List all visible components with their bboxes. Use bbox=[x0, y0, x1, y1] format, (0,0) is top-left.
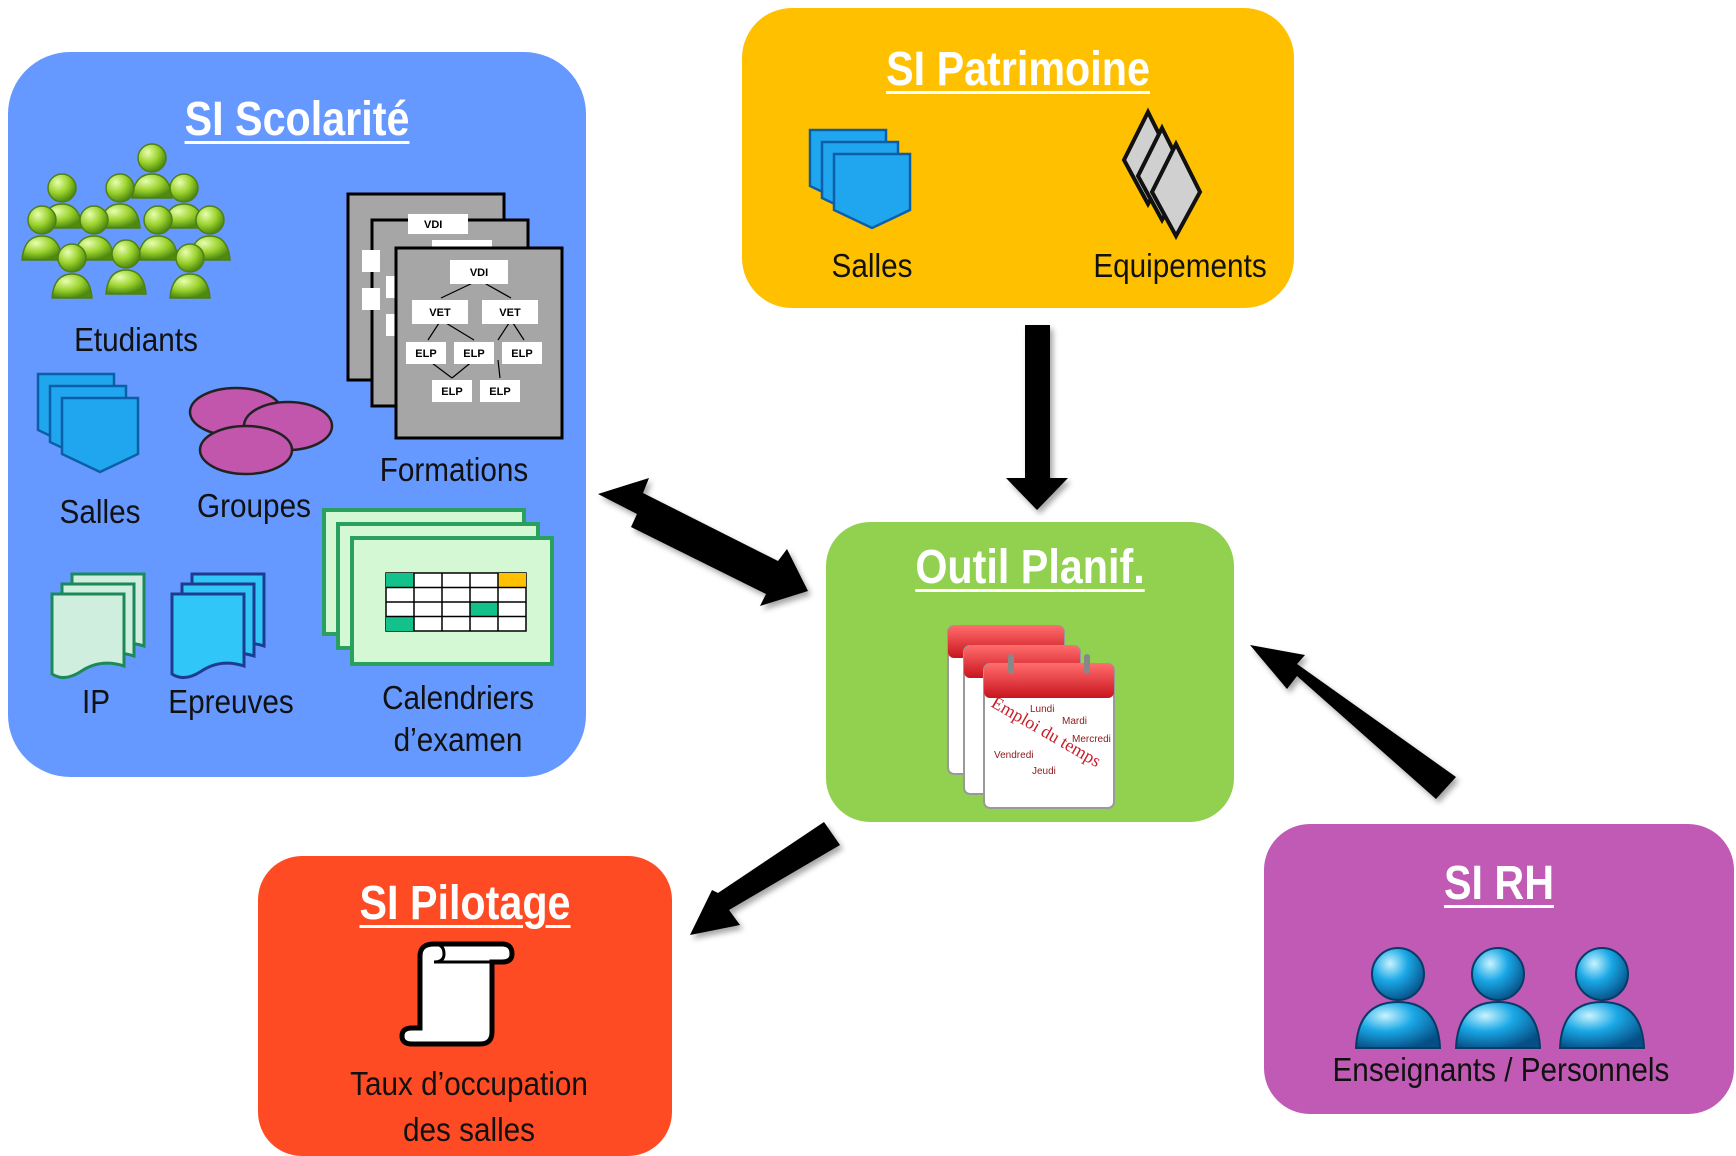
enseignants-personnels-label: Enseignants / Personnels bbox=[1332, 1051, 1670, 1088]
salles-stack-icon bbox=[36, 372, 140, 474]
tree-vet-2-text: VET bbox=[499, 307, 521, 319]
tree-elp-1-text: ELP bbox=[415, 348, 436, 360]
tree-elp-3-text: ELP bbox=[511, 348, 532, 360]
calendriers-label-line2: d’examen bbox=[393, 721, 523, 758]
groupes-ellipses-icon bbox=[188, 386, 334, 476]
epreuves-label: Epreuves bbox=[168, 683, 294, 720]
epreuves-document-icon bbox=[170, 572, 266, 679]
si-patrimoine-title: SI Patrimoine bbox=[886, 43, 1150, 96]
arrow-patrimoine-to-planif bbox=[1006, 325, 1068, 510]
staff-people-icon bbox=[1354, 947, 1646, 1049]
day-mercredi: Mercredi bbox=[1072, 734, 1111, 745]
si-rh-title: SI RH bbox=[1443, 857, 1555, 910]
ip-document-icon bbox=[50, 572, 146, 679]
emploi-du-temps-calendar-icon: Lundi Mardi Mercredi Vendredi Jeudi Empl… bbox=[947, 625, 1115, 809]
students-icon bbox=[21, 143, 231, 299]
svg-text:VDI: VDI bbox=[424, 219, 442, 231]
arrow-rh-to-planif bbox=[1250, 645, 1456, 799]
etudiants-label: Etudiants bbox=[74, 321, 198, 358]
groupes-label: Groupes bbox=[197, 487, 311, 524]
tree-vet-1-text: VET bbox=[429, 307, 451, 319]
si-pilotage-box: SI Pilotage bbox=[258, 856, 672, 1156]
calendriers-grid-icon bbox=[322, 508, 554, 666]
day-jeudi: Jeudi bbox=[1032, 766, 1056, 777]
arrow-planif-to-pilotage bbox=[690, 822, 840, 935]
salles-stack-icon bbox=[808, 128, 912, 230]
formations-label: Formations bbox=[379, 451, 529, 488]
salles-label: Salles bbox=[59, 493, 141, 530]
equipements-label: Equipements bbox=[1093, 247, 1267, 284]
taux-occupation-line2: des salles bbox=[402, 1111, 536, 1148]
si-pilotage-title: SI Pilotage bbox=[359, 877, 571, 930]
day-lundi: Lundi bbox=[1030, 704, 1054, 715]
taux-occupation-line1: Taux d’occupation bbox=[350, 1065, 588, 1102]
arrow-scolarite-planif-double bbox=[598, 478, 808, 606]
tree-elp-2-text: ELP bbox=[463, 348, 484, 360]
outil-planif-title: Outil Planif. bbox=[915, 541, 1145, 594]
tree-elp-5-text: ELP bbox=[489, 386, 510, 398]
calendriers-label-line1: Calendriers bbox=[382, 679, 534, 716]
patrimoine-salles-label: Salles bbox=[831, 247, 913, 284]
tree-root-text: VDI bbox=[470, 267, 488, 279]
ip-label: IP bbox=[81, 683, 111, 720]
equipements-diamond-icon bbox=[1121, 107, 1203, 241]
si-scolarite-title: SI Scolarité bbox=[184, 93, 410, 146]
day-mardi: Mardi bbox=[1062, 716, 1087, 727]
tree-elp-4-text: ELP bbox=[441, 386, 462, 398]
day-vendredi: Vendredi bbox=[994, 750, 1033, 761]
scroll-document-icon bbox=[399, 941, 515, 1047]
